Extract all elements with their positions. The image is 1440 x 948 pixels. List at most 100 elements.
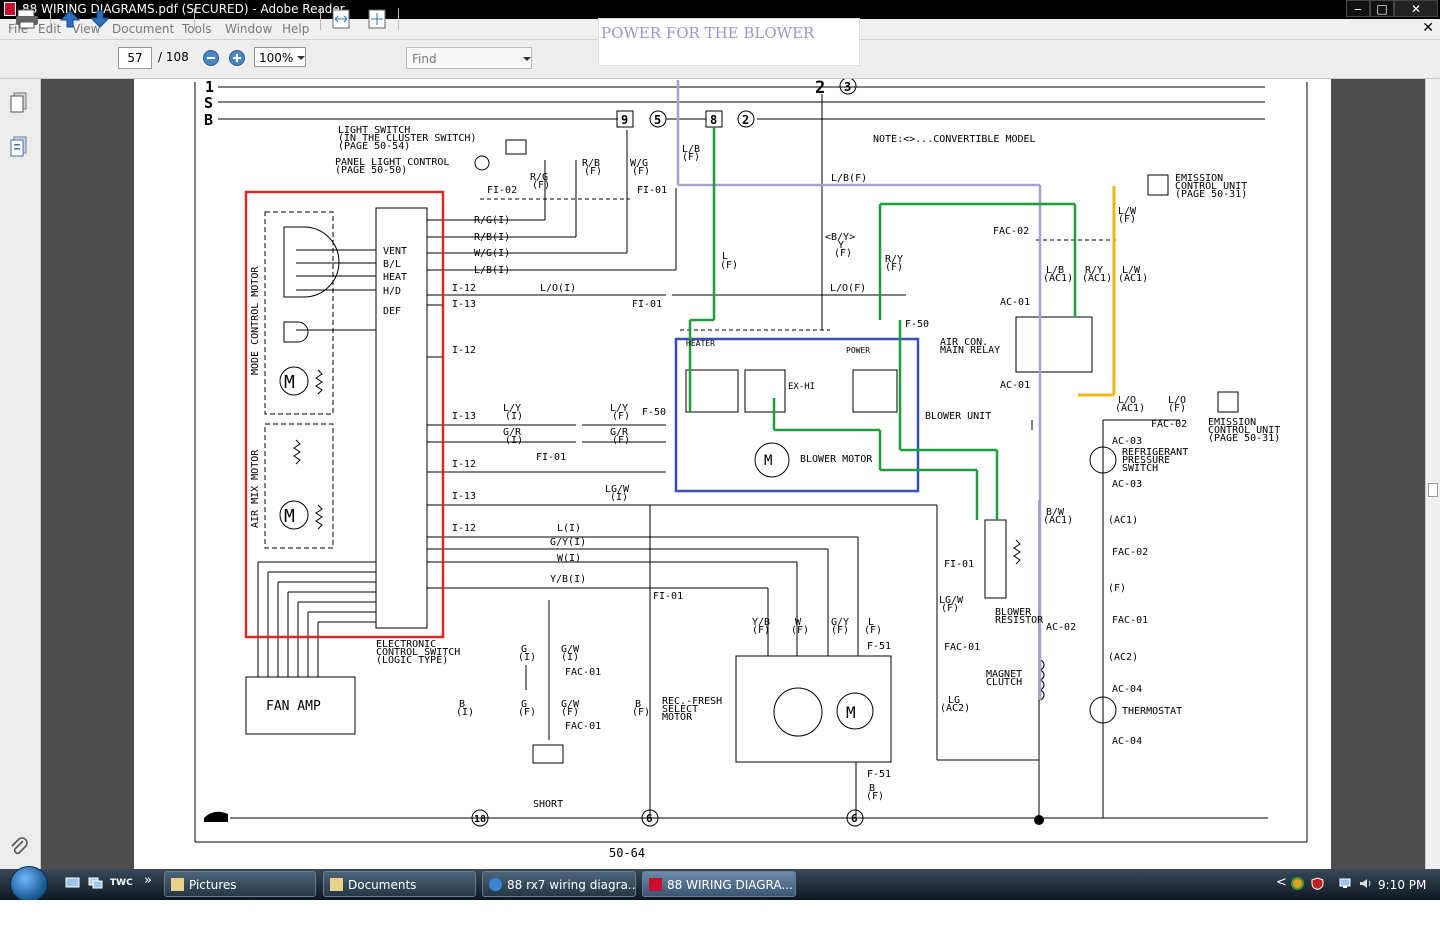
connector-label: I-13 [452, 411, 476, 422]
blower-unit-label: BLOWER UNIT [925, 411, 991, 422]
wire-label: L/Y [610, 403, 628, 414]
wire-label: Y/B(I) [550, 574, 586, 585]
refrigerant-switch-label: PRESSURE [1122, 455, 1170, 466]
wire-label: W/G [630, 158, 648, 169]
show-desktop-icon[interactable] [65, 877, 80, 890]
convertible-note: NOTE:<>...CONVERTIBLE MODEL [873, 134, 1036, 145]
light-switch-label: LIGHT SWITCH [338, 125, 410, 136]
wire-label: (AC1) [1043, 515, 1073, 526]
start-button[interactable] [10, 866, 48, 902]
pages-panel-icon[interactable] [9, 91, 29, 113]
connector-label: I-12 [452, 459, 476, 470]
taskbar-clock[interactable]: 9:10 PM [1378, 878, 1427, 892]
wire-label: (F) [720, 260, 738, 271]
connector-label: AC-03 [1112, 436, 1142, 447]
menu-view[interactable]: View [72, 22, 101, 36]
zoom-level-select[interactable]: 100% [254, 47, 306, 67]
connector-label: AC-02 [1046, 622, 1076, 633]
tray-expand-icon[interactable]: < [1276, 875, 1287, 890]
wire-label: G/W [561, 699, 580, 710]
blower-resistor-label: BLOWER [995, 607, 1032, 618]
find-input[interactable]: Find [406, 47, 532, 69]
minimize-button[interactable]: ‒ [1346, 0, 1370, 17]
relay-label: MAIN RELAY [940, 345, 1000, 356]
tray-network-icon[interactable] [1338, 877, 1353, 890]
annotation-callout[interactable]: POWER FOR THE BLOWER [598, 18, 860, 66]
next-page-icon[interactable] [88, 8, 112, 30]
page-total: / 108 [158, 50, 189, 64]
close-document-icon[interactable]: ✕ [1422, 20, 1434, 36]
switch-label: VENT [383, 246, 407, 257]
connector-label: I-12 [452, 283, 476, 294]
taskbar-documents[interactable]: Documents [323, 871, 476, 897]
wire-label: (F) [831, 625, 849, 636]
zoom-out-icon[interactable] [202, 49, 220, 67]
taskbar-adobe-reader[interactable]: 88 WIRING DIAGRA... [642, 871, 796, 897]
highlight-red-box [244, 190, 445, 639]
heater-label: HEATER [686, 339, 715, 348]
ecu-label: (LOGIC TYPE) [376, 655, 448, 666]
tray-chrome-icon[interactable] [1290, 877, 1305, 890]
taskbar-pictures[interactable]: Pictures [164, 871, 316, 897]
wire-label: L/O(I) [540, 283, 576, 294]
wire-label: (F) [834, 248, 852, 259]
pdf-page: 1 S B 9 5 8 2 2 3 NOTE:<>...CONVERTIBLE … [134, 42, 1331, 869]
wiring-diagram: 1 S B 9 5 8 2 2 3 NOTE:<>...CONVERTIBLE … [194, 42, 1308, 860]
scrollbar-thumb[interactable] [1428, 483, 1438, 497]
wire-label: G [521, 699, 527, 710]
connector-5: 5 [654, 113, 661, 127]
wire-label: L/W [1122, 265, 1141, 276]
switch-windows-icon[interactable] [88, 877, 103, 890]
wire-label: (I) [610, 492, 628, 503]
bookmarks-panel-icon[interactable] [9, 135, 29, 157]
wire-label: G/R [503, 427, 522, 438]
connector-label: AC-04 [1112, 736, 1142, 747]
connector-label: FI-01 [944, 559, 974, 570]
quicklaunch-more-icon[interactable]: » [144, 873, 152, 888]
wire-label: W(I) [557, 553, 581, 564]
wire-label: (F) [941, 603, 959, 614]
wire-label: (F) [752, 625, 770, 636]
wire-label: (F) [518, 707, 536, 718]
recfresh-motor-label: SELECT [662, 704, 698, 715]
zoom-in-icon[interactable] [228, 49, 246, 67]
taskbar-browser[interactable]: 88 rx7 wiring diagra... [482, 871, 636, 897]
diagram-linework [194, 77, 1308, 843]
menu-edit[interactable]: Edit [38, 22, 61, 36]
wire-label: (F) [682, 152, 700, 163]
menu-help[interactable]: Help [282, 22, 310, 36]
highlight-green-wire [688, 127, 1077, 520]
attachments-icon[interactable] [9, 835, 29, 857]
wire-label: (I) [456, 707, 474, 718]
menu-tools[interactable]: Tools [182, 22, 212, 36]
page-number-input[interactable]: 57 [118, 47, 152, 69]
wire-label: (F) [1168, 403, 1186, 414]
close-window-button[interactable]: ✕ [1394, 0, 1438, 17]
airmix-motor-label: AIR MIX MOTOR [250, 449, 261, 528]
menu-document[interactable]: Document [112, 22, 175, 36]
wire-label: LG [948, 695, 960, 706]
find-dropdown-icon[interactable] [523, 55, 531, 63]
menu-window[interactable]: Window [225, 22, 273, 36]
wire-label: (F) [791, 625, 809, 636]
print-icon[interactable] [14, 8, 40, 30]
wire-label: B [459, 699, 465, 710]
wire-label: G/Y(I) [550, 537, 586, 548]
connector-label: AC-01 [1000, 297, 1030, 308]
tray-volume-icon[interactable] [1358, 877, 1373, 890]
prev-page-icon[interactable] [58, 8, 82, 30]
connector-label: F-50 [642, 407, 666, 418]
twc-icon[interactable]: TWC [110, 878, 133, 888]
wire-label: (F) [864, 625, 882, 636]
connector-label: FAC-01 [1112, 615, 1148, 626]
tray-shield-icon[interactable] [1310, 877, 1325, 890]
zoom-dropdown-icon[interactable] [296, 54, 306, 62]
wire-label: (I) [518, 652, 536, 663]
recfresh-motor-label: REC.-FRESH [662, 696, 722, 707]
refrigerant-switch-label: SWITCH [1122, 463, 1158, 474]
maximize-button[interactable]: □ [1370, 0, 1394, 17]
switch-label: H/D [383, 286, 401, 297]
vertical-scrollbar[interactable] [1425, 79, 1440, 869]
fit-page-icon[interactable] [366, 8, 388, 30]
fit-width-icon[interactable] [330, 8, 352, 30]
